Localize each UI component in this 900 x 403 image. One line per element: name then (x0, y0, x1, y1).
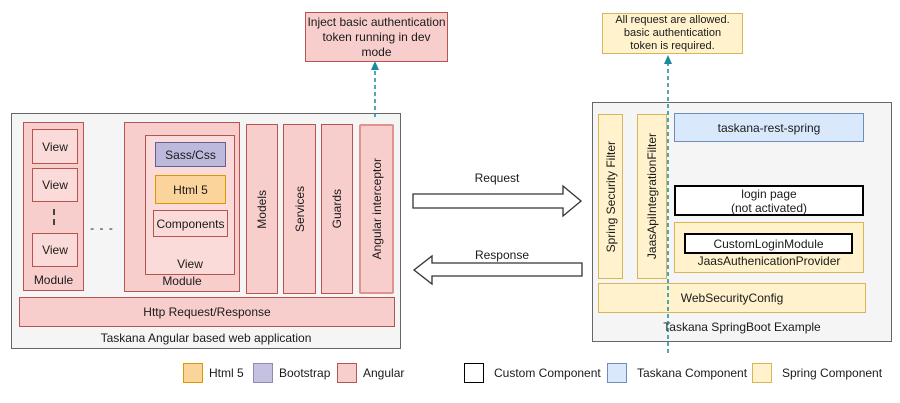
legend-label-bootstrap: Bootstrap (279, 366, 331, 380)
response-label: Response (474, 247, 530, 262)
jaas-authentication-provider-box: CustomLoginModule JaasAuthenicationProvi… (674, 222, 864, 273)
request-arrow (412, 184, 583, 218)
view-box: View (32, 129, 78, 164)
spring-security-filter-label: Spring Security Filter (603, 140, 618, 253)
legend-label-custom-component: Custom Component (494, 366, 601, 380)
legend-label-taskana-component: Taskana Component (637, 366, 748, 380)
login-page-box: login page (not activated) (674, 185, 864, 216)
legend-item-custom-component: Custom Component (464, 362, 601, 384)
angular-interceptor-label: Angular interceptor (369, 158, 384, 260)
dev-callout-arrowhead (371, 61, 379, 70)
view-box: View (32, 233, 78, 267)
legend-swatch-custom-component (464, 363, 484, 383)
spring-security-filter-column: Spring Security Filter (598, 114, 623, 279)
view-box: View (32, 168, 78, 202)
module-2: Sass/Css Html 5 Components View Module (124, 122, 240, 292)
legend-label-spring-component: Spring Component (782, 366, 883, 380)
module-label: Module (33, 273, 74, 287)
jaas-api-integration-filter-column: JaasApiIntegrationFilter (637, 114, 667, 279)
view-label: View (177, 257, 203, 271)
legend-swatch-spring-component (752, 363, 772, 383)
legend-item-bootstrap: Bootstrap (253, 362, 330, 384)
legend-swatch-bootstrap (253, 363, 273, 383)
dev-mode-callout: Inject basic authentication token runnin… (305, 12, 448, 62)
legend-label-angular: Angular (363, 366, 405, 380)
view-container: Sass/Css Html 5 Components View (145, 135, 235, 275)
services-label: Services (292, 185, 307, 232)
http-request-response-box: Http Request/Response (19, 297, 395, 327)
services-column: Services (283, 124, 316, 294)
module-label: Module (162, 274, 202, 288)
html5-box: Html 5 (155, 175, 226, 204)
springboot-title: Taskana SpringBoot Example (663, 320, 821, 334)
modules-ellipsis: - - - (90, 221, 114, 235)
sass-css-box: Sass/Css (155, 142, 226, 167)
taskana-rest-spring-box: taskana-rest-spring (674, 113, 864, 142)
guards-column: Guards (321, 124, 353, 294)
models-column: Models (246, 124, 278, 294)
auth-required-callout: All request are allowed. basic authentic… (602, 13, 743, 54)
angular-app-container: View View View Module - - - Sass/Css Htm… (11, 113, 401, 349)
springboot-container: Spring Security Filter JaasApiIntegratio… (592, 102, 892, 342)
auth-callout-arrowhead (664, 55, 672, 64)
angular-app-title: Taskana Angular based web application (100, 331, 312, 345)
legend-label-html5: Html 5 (209, 366, 244, 380)
custom-login-module-box: CustomLoginModule (684, 233, 853, 254)
request-label: Request (474, 170, 520, 185)
angular-interceptor-column: Angular interceptor (359, 124, 394, 294)
legend-swatch-html5 (183, 363, 203, 383)
legend-item-spring-component: Spring Component (752, 362, 882, 384)
module-1: View View View Module (23, 122, 84, 291)
jaas-authentication-provider-label: JaasAuthenicationProvider (697, 254, 841, 268)
legend-item-html5: Html 5 (183, 362, 244, 384)
legend-item-taskana-component: Taskana Component (607, 362, 747, 384)
web-security-config-box: WebSecurityConfig (598, 283, 866, 313)
guards-label: Guards (330, 189, 344, 229)
legend-swatch-angular (337, 363, 357, 383)
jaas-api-integration-filter-label: JaasApiIntegrationFilter (645, 133, 659, 260)
vertical-ellipsis (53, 209, 55, 225)
legend-swatch-taskana-component (607, 363, 627, 383)
models-label: Models (255, 189, 269, 229)
legend-item-angular: Angular (337, 362, 404, 384)
components-box: Components (153, 210, 228, 237)
